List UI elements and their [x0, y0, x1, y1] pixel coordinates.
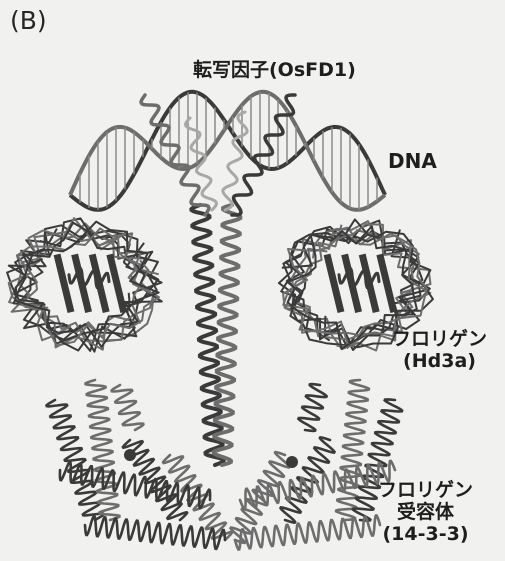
- florigen-left-domain: [7, 218, 162, 352]
- ligand-sphere: [124, 449, 136, 461]
- receptor-helix: [231, 452, 290, 543]
- florigen-strand: [110, 254, 124, 312]
- florigen-strand: [327, 254, 341, 312]
- dna-label: DNA: [388, 150, 437, 173]
- florigen-strand: [57, 254, 71, 312]
- tf-helix: [191, 205, 223, 465]
- receptor-label-line2: 受容体: [378, 502, 473, 524]
- dna-strand: [70, 92, 385, 210]
- florigen-label-line1: フロリゲン: [392, 329, 487, 351]
- receptor-helix: [298, 384, 326, 431]
- receptor-label: フロリゲン 受容体 (14-3-3): [378, 480, 473, 546]
- panel-label: (B): [10, 7, 47, 36]
- receptor-label-line1: フロリゲン: [378, 480, 473, 502]
- florigen-strand: [380, 254, 394, 312]
- tf-arm-helix: [141, 95, 209, 215]
- receptor-helix: [235, 516, 380, 550]
- ligand-sphere: [286, 456, 298, 468]
- florigen-strand: [92, 254, 106, 312]
- dna-strand: [70, 92, 385, 210]
- transcription-factor-label: 転写因子(OsFD1): [193, 60, 356, 82]
- receptor-helix: [85, 516, 225, 549]
- florigen-strand: [362, 254, 376, 312]
- transcription-factor-helices: [141, 95, 295, 465]
- florigen-label: フロリゲン (Hd3a): [392, 329, 487, 373]
- florigen-label-line2: (Hd3a): [392, 351, 487, 373]
- receptor-label-line3: (14-3-3): [378, 524, 473, 546]
- receptor-helix: [112, 385, 144, 430]
- tf-arm-helix: [186, 118, 217, 210]
- dna-double-helix: [70, 92, 385, 210]
